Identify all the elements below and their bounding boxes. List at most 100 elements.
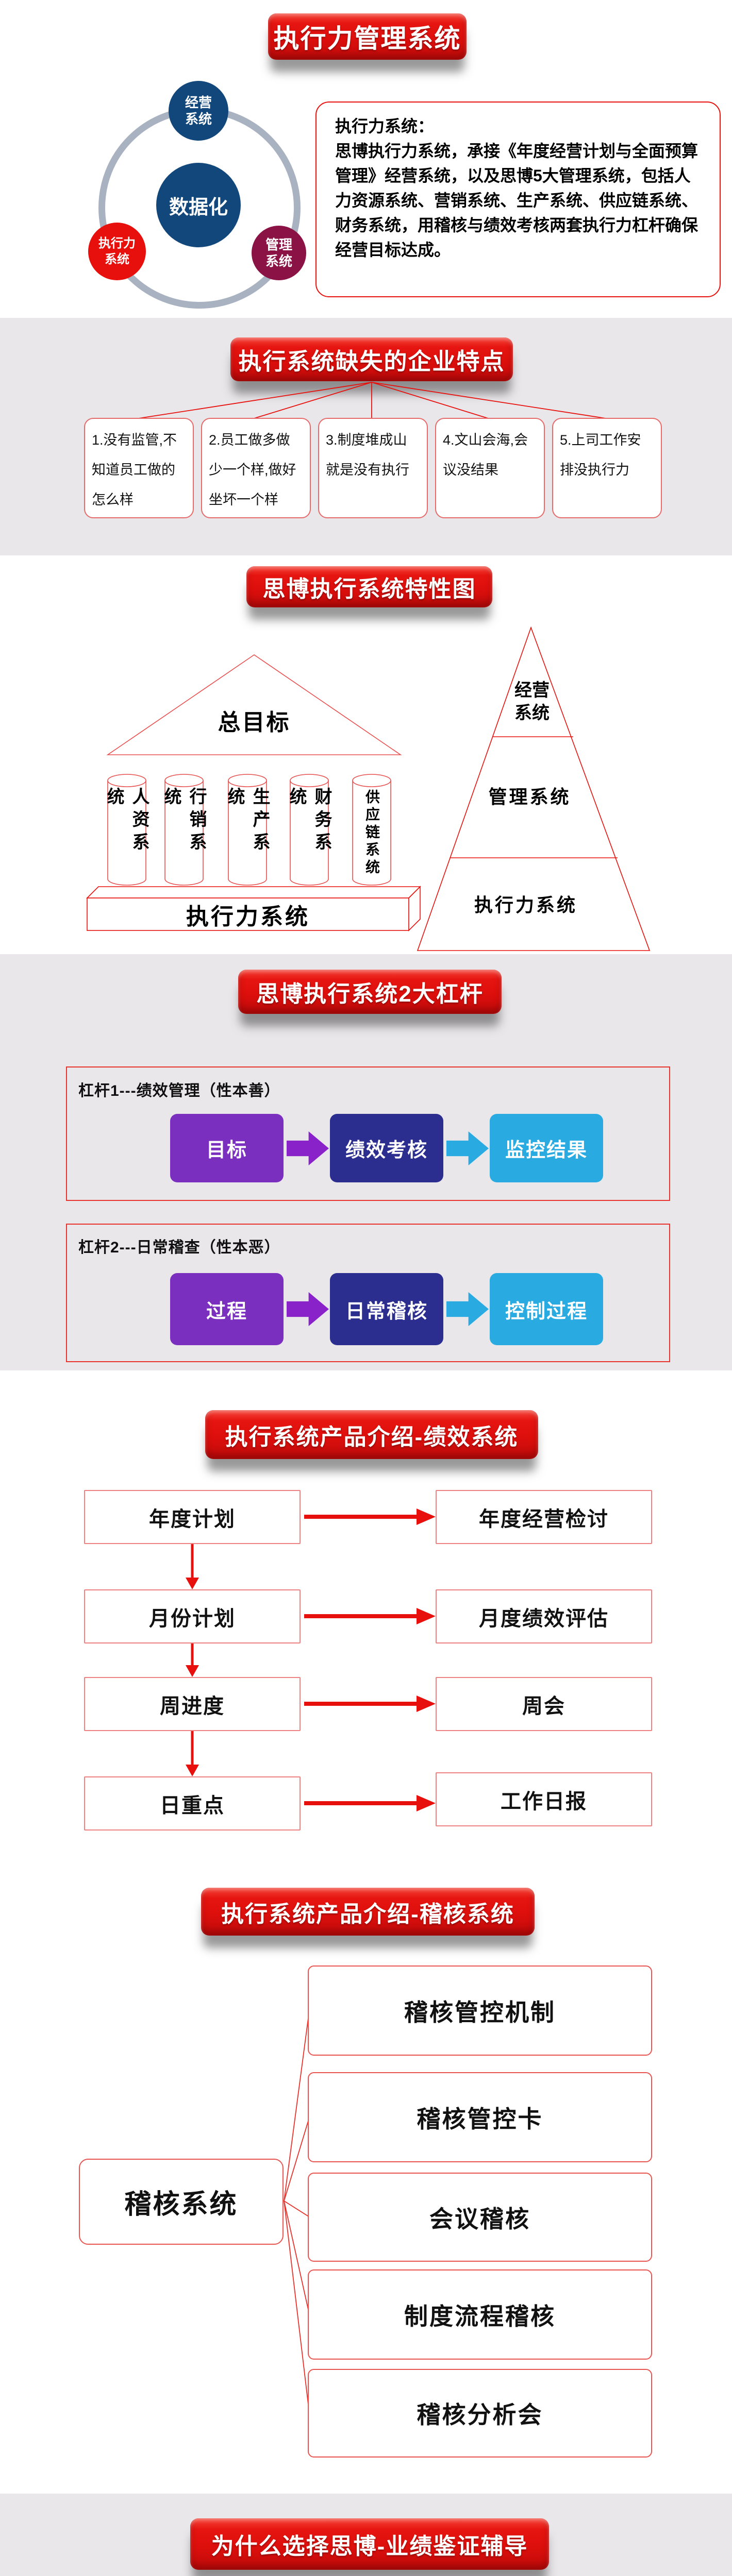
circle-execution-system: 执行力系统 bbox=[88, 223, 146, 280]
audit-item-4-text: 制度流程稽核 bbox=[404, 2302, 556, 2330]
feature-box-5: 5.上司工作安排没执行力 bbox=[552, 418, 662, 518]
base-slab-label-text: 执行力系统 bbox=[186, 904, 310, 929]
lever1-step-appraisal-text: 绩效考核 bbox=[345, 1140, 428, 1161]
lever1-label: 杠杆1---绩效管理（性本善） bbox=[78, 1082, 280, 1099]
audit-item-5-text: 稽核分析会 bbox=[417, 2401, 543, 2428]
review-box-monthly: 月度绩效评估 bbox=[436, 1589, 652, 1643]
section3-title: 思博执行系统特性图 bbox=[262, 577, 476, 602]
plan-box-annual-text: 年度计划 bbox=[149, 1507, 236, 1531]
section5-arrows bbox=[186, 1509, 436, 1811]
audit-hub-box: 稽核系统 bbox=[79, 2159, 284, 2245]
section7-title-pill: 为什么选择思博-业绩鉴证辅导 bbox=[190, 2518, 549, 2570]
section6-title: 执行系统产品介绍-稽核系统 bbox=[221, 1901, 514, 1927]
audit-item-3: 会议稽核 bbox=[308, 2173, 652, 2262]
pillar-label-5-text: 供应链系统 bbox=[364, 789, 380, 877]
pyramid-level-1-text: 经营系统 bbox=[514, 680, 550, 723]
section1-infobox: 执行力系统： 思博执行力系统，承接《年度经营计划与全面预算管理》经营系统，以及思… bbox=[315, 101, 721, 297]
feature-box-1: 1.没有监管,不知道员工做的怎么样 bbox=[84, 418, 194, 518]
review-box-annual-text: 年度经营检讨 bbox=[479, 1507, 609, 1531]
lever2-step-audit: 日常稽核 bbox=[330, 1273, 443, 1345]
feature-box-2-text: 2.员工做多做少一个样,做好坐坏一个样 bbox=[209, 432, 296, 508]
audit-item-3-text: 会议稽核 bbox=[429, 2205, 530, 2232]
lever2-label: 杠杆2---日常稽查（性本恶） bbox=[78, 1239, 280, 1256]
plan-box-daily-text: 日重点 bbox=[160, 1794, 225, 1817]
lever1-step-goal-text: 目标 bbox=[206, 1140, 247, 1161]
section3-title-pill: 思博执行系统特性图 bbox=[246, 566, 492, 607]
lever1-step-monitor: 监控结果 bbox=[490, 1114, 603, 1182]
section4-title: 思博执行系统2大杠杆 bbox=[256, 981, 484, 1007]
circle-dataization: 数据化 bbox=[156, 163, 241, 247]
plan-box-monthly-text: 月份计划 bbox=[149, 1607, 236, 1630]
pillar-label-2-text: 行销系统 bbox=[161, 787, 206, 855]
lever2-step-process: 过程 bbox=[170, 1273, 284, 1345]
feature-box-3-text: 3.制度堆成山就是没有执行 bbox=[326, 432, 409, 478]
section1-title-pill: 执行力管理系统 bbox=[268, 13, 467, 60]
plan-box-monthly: 月份计划 bbox=[84, 1589, 301, 1643]
base-slab bbox=[86, 886, 421, 931]
pillar-label-4-text: 财务系统 bbox=[287, 787, 331, 855]
lever2-step-audit-text: 日常稽核 bbox=[345, 1300, 428, 1323]
section5-title: 执行系统产品介绍-绩效系统 bbox=[225, 1424, 519, 1450]
section5-title-pill: 执行系统产品介绍-绩效系统 bbox=[205, 1410, 538, 1459]
ring-diagram: 经营系统 数据化 执行力系统 管理系统 bbox=[77, 67, 320, 314]
lever2-step-control: 控制过程 bbox=[490, 1273, 603, 1345]
section1-title: 执行力管理系统 bbox=[273, 24, 461, 53]
audit-item-4: 制度流程稽核 bbox=[308, 2269, 652, 2360]
review-box-monthly-text: 月度绩效评估 bbox=[479, 1607, 609, 1630]
pillar-label-3-text: 生产系统 bbox=[225, 787, 270, 855]
audit-item-2: 稽核管控卡 bbox=[308, 2072, 652, 2162]
review-box-weekly-text: 周会 bbox=[522, 1694, 565, 1718]
feature-box-4-text: 4.文山会海,会议没结果 bbox=[443, 432, 528, 478]
pyramid-level-3-label: 执行力系统 bbox=[474, 892, 578, 916]
audit-hub-text: 稽核系统 bbox=[124, 2190, 238, 2219]
roof-triangle bbox=[106, 654, 402, 755]
feature-box-2: 2.员工做多做少一个样,做好坐坏一个样 bbox=[201, 418, 311, 518]
pyramid-level-1-label: 经营系统 bbox=[511, 678, 553, 725]
pyramid-shape bbox=[417, 626, 651, 951]
section6-title-pill: 执行系统产品介绍-稽核系统 bbox=[201, 1888, 535, 1936]
infobox-heading: 执行力系统： bbox=[335, 117, 435, 135]
plan-box-weekly: 周进度 bbox=[84, 1677, 301, 1731]
circle-business-system: 经营系统 bbox=[169, 81, 228, 141]
pillar-label-4: 财务系统 bbox=[287, 787, 331, 876]
feature-box-5-text: 5.上司工作安排没执行力 bbox=[560, 432, 641, 478]
pyramid-level-3-text: 执行力系统 bbox=[474, 894, 578, 916]
lever2-step-process-text: 过程 bbox=[206, 1300, 247, 1323]
section2-connector-lines bbox=[138, 382, 606, 419]
feature-box-4: 4.文山会海,会议没结果 bbox=[435, 418, 545, 518]
roof-label-text: 总目标 bbox=[218, 710, 291, 735]
review-box-daily-text: 工作日报 bbox=[501, 1790, 587, 1813]
section2-title-pill: 执行系统缺失的企业特点 bbox=[230, 337, 513, 381]
plan-box-daily: 日重点 bbox=[84, 1776, 301, 1831]
pyramid-level-2-label: 管理系统 bbox=[487, 784, 572, 807]
pillar-label-1-text: 人资系统 bbox=[104, 787, 149, 855]
plan-box-weekly-text: 周进度 bbox=[160, 1694, 225, 1718]
circle-dataization-label: 数据化 bbox=[169, 196, 228, 218]
review-box-daily: 工作日报 bbox=[436, 1772, 652, 1826]
circle-execution-label: 执行力系统 bbox=[98, 236, 136, 266]
lever1-step-monitor-text: 监控结果 bbox=[505, 1140, 588, 1161]
lever2-container bbox=[66, 1224, 670, 1362]
section7-title: 为什么选择思博-业绩鉴证辅导 bbox=[211, 2534, 528, 2559]
audit-item-1-text: 稽核管控机制 bbox=[404, 1998, 556, 2026]
pillar-label-1: 人资系统 bbox=[104, 787, 149, 876]
feature-box-3: 3.制度堆成山就是没有执行 bbox=[318, 418, 428, 518]
pillar-label-3: 生产系统 bbox=[225, 787, 270, 876]
section2-title: 执行系统缺失的企业特点 bbox=[238, 348, 505, 375]
lever1-step-appraisal: 绩效考核 bbox=[330, 1114, 443, 1182]
circle-business-label: 经营系统 bbox=[185, 94, 212, 127]
audit-item-5: 稽核分析会 bbox=[308, 2369, 652, 2458]
base-slab-label: 执行力系统 bbox=[87, 900, 409, 929]
infobox-body: 思博执行力系统，承接《年度经营计划与全面预算管理》经营系统，以及思博5大管理系统… bbox=[335, 142, 698, 259]
pillar-label-2: 行销系统 bbox=[161, 787, 206, 876]
review-box-annual: 年度经营检讨 bbox=[436, 1490, 652, 1544]
audit-item-1: 稽核管控机制 bbox=[308, 1965, 652, 2056]
lever1-step-goal: 目标 bbox=[170, 1114, 284, 1182]
lever1-container bbox=[66, 1066, 670, 1201]
roof-label: 总目标 bbox=[197, 707, 311, 735]
feature-box-1-text: 1.没有监管,不知道员工做的怎么样 bbox=[92, 432, 177, 508]
pillar-cylinders bbox=[107, 774, 391, 886]
circle-management-label: 管理系统 bbox=[265, 236, 292, 269]
plan-box-annual: 年度计划 bbox=[84, 1490, 301, 1544]
